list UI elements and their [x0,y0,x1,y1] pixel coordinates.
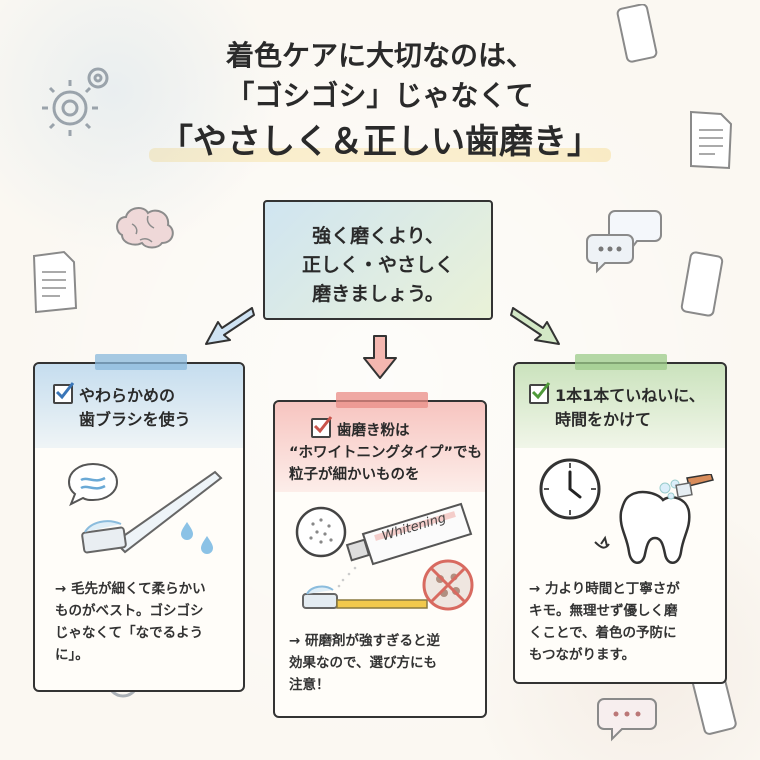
card-heading-line-2: “ホワイトニングタイプ”でも [289,445,483,461]
center-note: 強く磨くより、 正しく・やさしく 磨きましょう。 [263,200,493,320]
card-body-line-3: じゃなくて「なでるよう [55,625,204,641]
card-soft-toothbrush: やわらかめの 歯ブラシを使う → 毛先が細くて柔らかい ものがベスト。ゴシゴシ … [33,362,245,692]
card-body-line-4: に」。 [55,647,89,663]
document-icon [690,110,733,170]
toothpaste-tube-icon [345,502,473,566]
tape-strip [95,354,187,370]
title-line-2: 「ゴシゴシ」じゃなくて [226,79,534,112]
card-body-line-1: → 力より時間と丁寧さが [529,581,680,597]
center-note-line-2: 正しく・やさしく [301,254,454,276]
center-note-line-3: 磨きましょう。 [312,283,444,305]
tape-strip [575,354,667,370]
toothbrush-icon [302,566,428,609]
checkbox-icon [311,416,333,438]
card-take-time: 1本1本ていねいに、 時間をかけて → 力より時間と丁寧さが キモ。無理せず優し… [513,362,727,684]
toothbrush-icon [81,470,223,554]
card-header-wash [275,402,485,492]
speech-bubble-icon [597,698,657,742]
checkbox-icon [529,382,551,404]
card-body-line-2: ものがベスト。ゴシゴシ [55,603,204,619]
card-header-wash [515,364,725,448]
gear-icon [42,67,109,136]
card-heading-line-2: 時間をかけて [555,410,652,429]
card-body-line-1: → 毛先が細くて柔らかい [55,581,206,597]
card-body-line-4: もつながります。 [529,647,636,663]
card-heading-line-3: 粒子が細かいものを [289,467,420,483]
no-coarse-particles-icon [422,559,474,611]
speech-bubble-icon [67,462,119,507]
tooth-icon [594,474,714,564]
brain-icon [116,207,174,249]
center-note-line-1: 強く磨くより、 [312,225,444,247]
title-line-1: 着色ケアに大切なのは、 [225,39,534,72]
card-body-line-2: キモ。無理せず優しく磨 [529,603,678,619]
speech-bubble-icon [586,210,662,274]
card-body-line-1: → 研磨剤が強すぎると逆 [289,633,441,649]
arrow-down-icon [363,335,397,379]
title-line-3: 「やさしく＆正しい歯磨き」 [149,118,611,166]
card-heading: 1本1本ていねいに、 [529,382,705,408]
smartphone-icon [680,251,724,317]
page-title: 着色ケアに大切なのは、 「ゴシゴシ」じゃなくて 「やさしく＆正しい歯磨き」 [0,36,760,166]
document-icon [32,250,78,314]
magnifier-icon [295,506,347,558]
water-drops-icon [181,522,213,554]
card-heading-line-2: 歯ブラシを使う [79,410,191,429]
checkbox-icon [53,382,75,404]
tape-strip [336,392,428,408]
card-header-wash [35,364,243,448]
card-toothpaste: 歯磨き粉は “ホワイトニングタイプ”でも 粒子が細かいものを Whitening… [273,400,487,718]
smartphone-icon [616,4,658,63]
card-heading: 歯磨き粉は [289,416,482,442]
arrow-left-down-icon [205,307,255,345]
card-heading: やわらかめの [53,382,191,408]
card-body-line-3: くことで、着色の予防に [529,625,677,641]
arrow-right-down-icon [510,307,560,345]
card-body-line-2: 効果なので、選び方にも [289,655,437,671]
card-body-line-3: 注意！ [289,677,330,693]
clock-icon [539,458,601,520]
